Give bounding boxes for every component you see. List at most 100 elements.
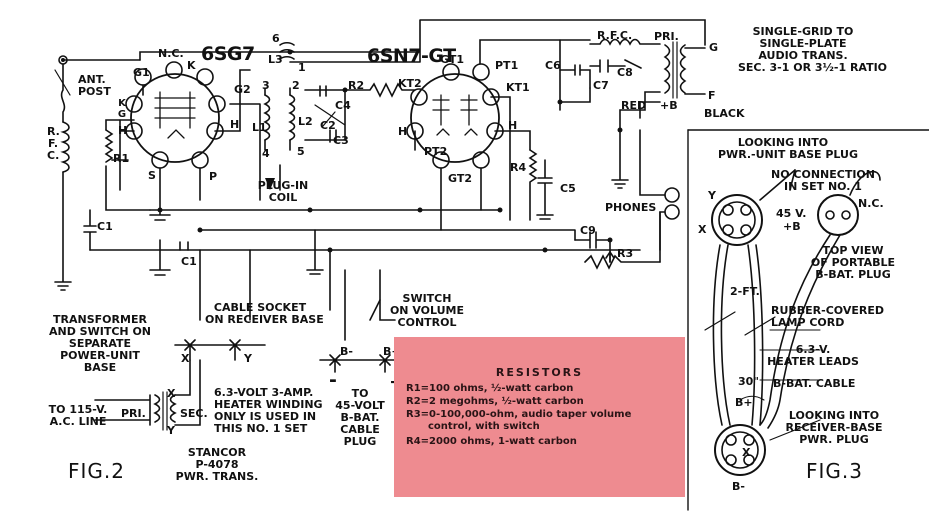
coil-l1 (263, 94, 271, 141)
thirty-inch-label: 30" (738, 375, 760, 388)
pin-g2-label: G2 (234, 83, 251, 96)
pri2-label: PRI. (121, 407, 146, 420)
r4-label: R4 (510, 161, 527, 174)
black-label: BLACK (704, 107, 745, 120)
tube-6sg7-label: 6SG7 (201, 43, 255, 65)
c6-label: C6 (545, 59, 561, 72)
fig3-y-label: Y (708, 189, 716, 202)
fig3-x-label: X (698, 223, 707, 236)
coil-num-1: 1 (298, 61, 306, 74)
y-socket-label: Y (244, 352, 252, 365)
resistor-r4 (528, 149, 538, 221)
fig2-label: FIG.2 (68, 459, 125, 483)
nc-label: N.C. (158, 47, 184, 60)
coil-num-5: 5 (297, 145, 305, 158)
pin-s-label: S (148, 169, 156, 182)
r1-label: R1 (113, 152, 130, 165)
to-115v-label: TO 115-V.A.C. LINE (48, 403, 108, 428)
resistor-line-r3: R3=0-100,000-ohm, audio taper volume (406, 409, 632, 420)
portable-b-bat-plug (817, 194, 859, 236)
fig3-b-plus-label: B+ (735, 396, 753, 409)
coil-num-4: 4 (262, 147, 270, 160)
resistor-line-r4: R4=2000 ohms, 1-watt carbon (406, 436, 577, 447)
power-transformer-primary (153, 394, 161, 423)
c7-label: C7 (593, 79, 609, 92)
rfc-left-coil (60, 121, 70, 173)
heater-label: 6.3-VOLT 3-AMP.HEATER WINDING ONLY IS US… (214, 386, 323, 435)
x-socket-label: X (181, 352, 190, 365)
fig3-plus-b-label: +B (783, 220, 801, 233)
phones-earpiece-1 (664, 187, 680, 203)
c1-left-label: C1 (97, 220, 113, 233)
c4-label: C4 (335, 99, 351, 112)
coil-num-2: 2 (292, 79, 300, 92)
c2-label: C2 (320, 119, 336, 132)
c3-label: C3 (333, 134, 349, 147)
coil-num-3: 3 (262, 79, 270, 92)
rfc-left-label: R.F.C. (47, 125, 60, 162)
pin-h3-label: H (398, 125, 408, 138)
pin-kt1-label: KT1 (506, 81, 530, 94)
resistor-line-r2: R2=2 megohms, ½-watt carbon (406, 396, 584, 407)
pin-gt1-label: GT1 (440, 53, 464, 66)
coil-l3 (279, 41, 295, 60)
l1-label: L1 (252, 121, 267, 134)
pin-h1-label: H (118, 124, 128, 137)
sec-g-label: G (709, 41, 719, 54)
sec2-label: SEC. (180, 407, 208, 420)
resistors-legend: RESISTORS R1=100 ohms, ½-watt carbon R2=… (394, 337, 685, 497)
resistor-line-r3-cont: control, with switch (428, 421, 540, 432)
tube-6sg7 (130, 73, 220, 163)
fig3-label: FIG.3 (806, 459, 863, 483)
phones-earpiece-2 (664, 204, 680, 220)
resistor-r2 (344, 82, 416, 98)
heater-leads-cord (712, 244, 731, 426)
pri-label: PRI. (654, 30, 679, 43)
receiver-base-pwr-plug (714, 424, 766, 476)
x-trans-label: X (167, 387, 176, 400)
resistor-r1 (104, 129, 114, 163)
pin-pt1-label: PT1 (495, 59, 519, 72)
heater-leads-label: 6.3-V.HEATER LEADS (767, 343, 859, 368)
sec-f-label: F (708, 89, 716, 102)
b-bat-cable-label: B-BAT. CABLE (773, 377, 856, 390)
pin-g1-label: G1 (133, 66, 150, 79)
ant-post-label: ANT.POST (78, 73, 111, 98)
minus-terminal-label: - (329, 369, 337, 391)
r2-label: R2 (348, 79, 365, 92)
rfc-top-label: R.F.C. (597, 29, 633, 42)
l2-label: L2 (298, 115, 313, 128)
pin-h4-label: H (508, 119, 518, 132)
tube-6sn7gt-label: 6SN7-GT (367, 45, 456, 67)
pin-p-label: P (209, 170, 218, 183)
coil-num-6: 6 (272, 32, 280, 45)
y-trans-label: Y (167, 424, 175, 437)
resistor-line-r1: R1=100 ohms, ½-watt carbon (406, 383, 574, 394)
l3-label: L3 (268, 53, 283, 66)
pin-h2-label: H (230, 118, 240, 131)
capacitor-c1-left (83, 209, 97, 251)
r3-label: R3 (617, 247, 634, 260)
c5-label: C5 (560, 182, 576, 195)
pwr-unit-base-plug (711, 194, 763, 246)
c8-label: C8 (617, 66, 633, 79)
c1-bottom-label: C1 (181, 255, 197, 268)
audio-transformer-primary (663, 44, 671, 94)
v45-label: 45 V. (776, 207, 807, 220)
resistors-title: RESISTORS (495, 366, 584, 379)
two-ft-label: 2-FT. (730, 285, 760, 298)
b-minus-label: B- (340, 345, 353, 358)
red-label: RED (621, 99, 647, 112)
